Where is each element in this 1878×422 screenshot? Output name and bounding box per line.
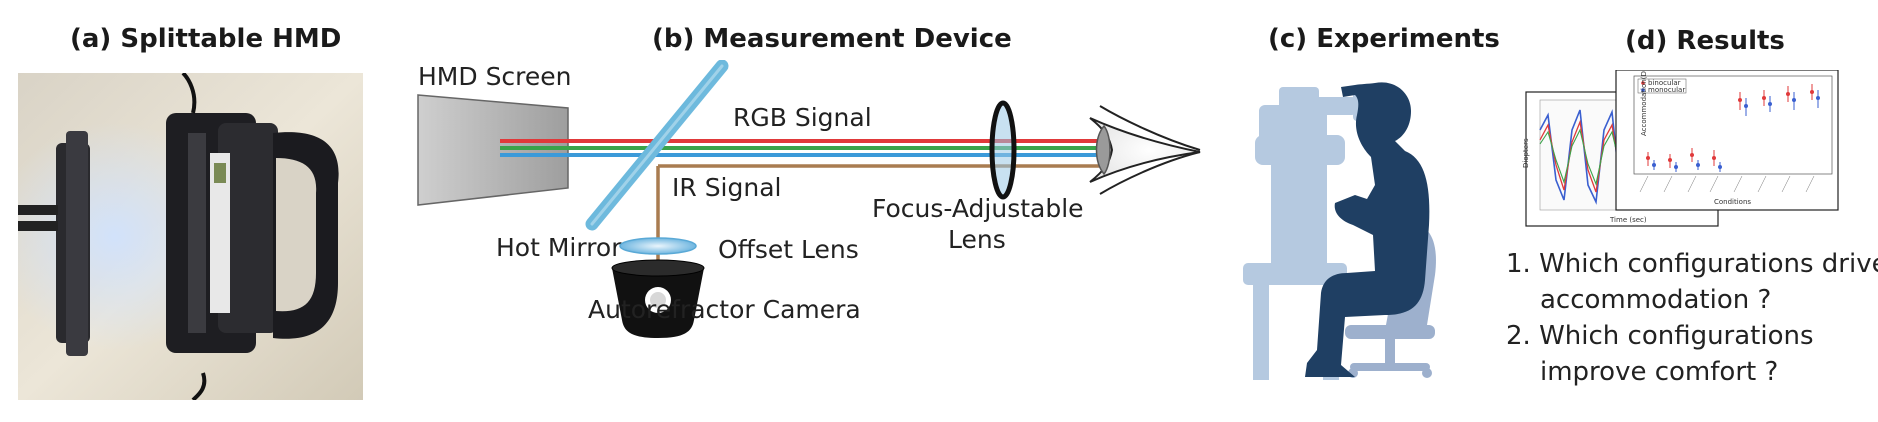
left-plot-ylabel: Diopters <box>1522 138 1530 168</box>
focus-adjustable-lens-shape <box>989 100 1017 200</box>
question-1-line-1: 1. Which configurations drive <box>1506 249 1878 279</box>
measurement-device-diagram: HMD Screen RGB Signal IR Signal Hot Mirr… <box>417 60 1201 338</box>
offset-lens-label: Offset Lens <box>718 235 859 264</box>
title-measurement-device: (b) Measurement Device <box>652 24 1012 54</box>
person-silhouette <box>1305 82 1430 377</box>
left-plot-xlabel: Time (sec) <box>1609 216 1647 224</box>
title-splittable-hmd: (a) Splittable HMD <box>70 24 342 54</box>
hmd-screen-label: HMD Screen <box>418 62 572 91</box>
question-2-line-1: 2. Which configurations <box>1506 321 1814 351</box>
conditions-plot: binocular monocular Accommodation(D) <box>1615 70 1839 211</box>
ir-signal-label: IR Signal <box>672 173 782 202</box>
right-plot-ylabel: Accommodation(D) <box>1640 70 1648 136</box>
right-legend-monocular: monocular <box>1648 86 1685 94</box>
right-legend-binocular: binocular <box>1648 79 1681 87</box>
question-2-line-2: improve comfort ? <box>1540 357 1779 387</box>
question-1-line-2: accommodation ? <box>1540 285 1772 315</box>
experiment-illustration <box>1243 82 1436 380</box>
offset-lens-shape <box>619 237 697 255</box>
eye-shape <box>1089 117 1201 183</box>
title-results: (d) Results <box>1625 26 1785 56</box>
focus-lens-label-line1: Focus-Adjustable <box>872 194 1084 223</box>
focus-lens-label-line2: Lens <box>948 225 1006 254</box>
camera-label: Autorefractor Camera <box>588 295 861 324</box>
hmd-screen-shape <box>417 94 569 206</box>
hot-mirror-label: Hot Mirror <box>496 233 622 262</box>
results-plots: stimulus accommodation Diopters Time (se… <box>1522 70 1839 227</box>
hot-mirror-shape <box>585 60 729 231</box>
title-experiments: (c) Experiments <box>1268 24 1500 54</box>
right-plot-xlabel: Conditions <box>1714 198 1751 206</box>
hmd-photo <box>18 73 363 400</box>
rgb-signal-label: RGB Signal <box>733 103 872 132</box>
